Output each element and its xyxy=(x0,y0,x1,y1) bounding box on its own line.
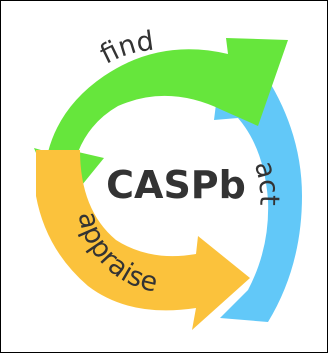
step-label-act: act xyxy=(248,158,284,206)
appraise-arrow xyxy=(36,150,250,330)
center-label: CASPb xyxy=(106,163,246,207)
find-arrow xyxy=(34,38,288,212)
act-arrow xyxy=(214,56,302,322)
